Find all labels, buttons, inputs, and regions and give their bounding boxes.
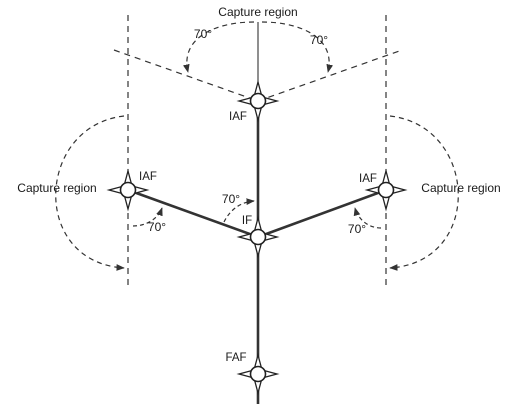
- right-capture-arc: [389, 115, 459, 271]
- top-left-sector-line: [113, 49, 259, 102]
- top-right-sector-line: [257, 49, 403, 102]
- capture-region-right-label: Capture region: [421, 181, 500, 195]
- iaf-right-label: IAF: [359, 173, 377, 185]
- top-left-capture-arc: [183, 21, 255, 73]
- angle-center-label: 70°: [222, 192, 240, 206]
- route-right-iaf-to-if: [257, 188, 387, 239]
- faf-label: FAF: [225, 352, 246, 364]
- angle-top-right-label: 70°: [310, 33, 328, 47]
- right-angle-arc: [353, 207, 382, 229]
- iaf-left-label: IAF: [139, 171, 157, 183]
- iaf-top-label: IAF: [229, 111, 247, 123]
- angle-right-label: 70°: [348, 222, 366, 236]
- center-angle-arc: [223, 198, 255, 223]
- left-capture-arc: [55, 115, 125, 271]
- route-left-iaf-to-if: [127, 188, 259, 239]
- top-right-capture-arc: [261, 21, 333, 73]
- angle-left-label: 70°: [148, 220, 166, 234]
- if-center-label: IF: [242, 215, 252, 227]
- left-angle-arc: [132, 207, 163, 227]
- capture-region-top-label: Capture region: [218, 5, 297, 19]
- angle-top-left-label: 70°: [194, 27, 212, 41]
- capture-region-left-label: Capture region: [17, 181, 96, 195]
